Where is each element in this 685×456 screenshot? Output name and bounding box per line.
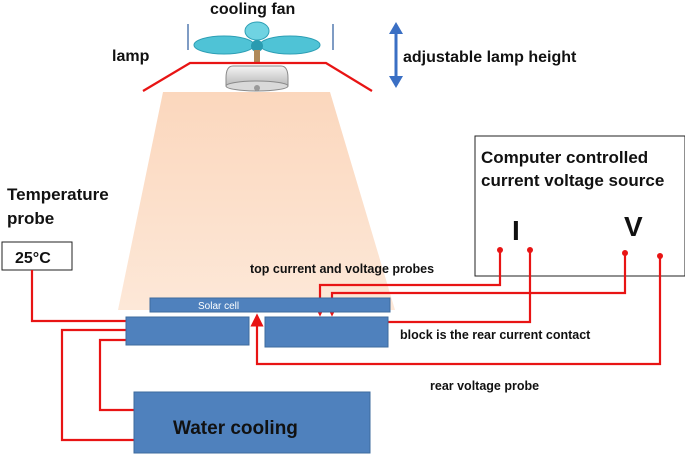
current-symbol: I [512, 215, 520, 246]
source-title-line1: Computer controlled [481, 148, 648, 167]
temperature-reading: 25°C [15, 250, 51, 267]
solar-cell [149, 297, 391, 313]
water-cooling-label: Water cooling [173, 418, 298, 439]
rear-voltage-label: rear voltage probe [430, 379, 539, 393]
fan-icon [193, 21, 321, 64]
temperature-display [1, 241, 73, 271]
fan-housing [187, 24, 334, 50]
double-arrow-vertical-icon [389, 22, 403, 88]
voltage-symbol: V [624, 211, 643, 242]
current-voltage-source-box [474, 135, 685, 277]
rear-voltage-probe-wire [250, 256, 662, 366]
cell-holder-left-block [125, 316, 250, 346]
rear-current-contact-wire [388, 250, 532, 324]
rear-contact-label: block is the rear current contact [400, 328, 591, 342]
cooling-fan-label: cooling fan [210, 1, 295, 18]
adjustable-height-label: adjustable lamp height [403, 49, 577, 66]
source-title-line2: current voltage source [481, 171, 664, 190]
temperature-probe-label-line1: Temperature [7, 185, 109, 204]
lamp-label: lamp [112, 48, 150, 65]
water-cooling-block [133, 391, 371, 454]
lamp-bulb-icon [225, 65, 289, 92]
light-cone [118, 92, 395, 310]
rear-contact-block [264, 316, 389, 348]
temperature-probe-label-line2: probe [7, 209, 54, 228]
lamp-reflector [142, 61, 373, 92]
solar-cell-label: Solar cell [198, 301, 239, 312]
top-probes-label: top current and voltage probes [250, 262, 434, 276]
temperature-probe-wire [30, 270, 130, 323]
